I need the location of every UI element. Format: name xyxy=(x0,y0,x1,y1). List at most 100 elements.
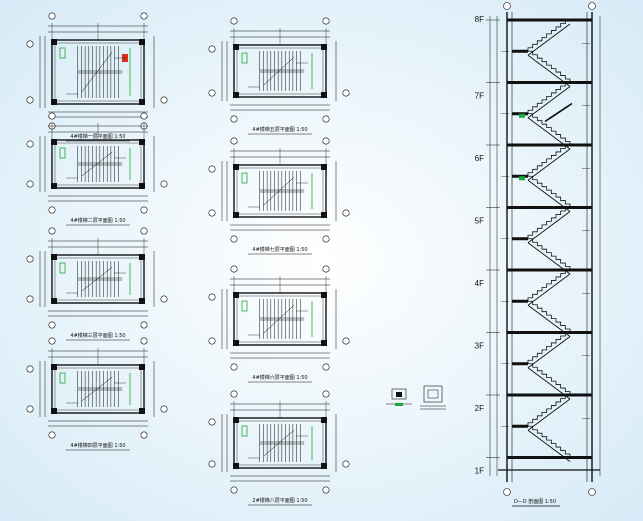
axis-bubble xyxy=(48,321,56,329)
axis-bubble xyxy=(140,112,148,120)
axis-bubble xyxy=(48,12,56,20)
landing-marker xyxy=(241,52,248,64)
stair-wall-inner xyxy=(54,142,142,186)
stair-flight xyxy=(528,50,571,83)
stair-plan: 4#楼梯三层平面图 1:50 xyxy=(26,227,168,341)
walk-line xyxy=(263,429,295,457)
stair-wall xyxy=(51,139,145,189)
column xyxy=(321,44,327,50)
stair-soffit xyxy=(527,211,571,244)
column xyxy=(139,183,145,189)
floor-slab xyxy=(507,456,592,459)
column xyxy=(139,408,145,414)
axis-bubble xyxy=(26,140,34,148)
stair-wall xyxy=(233,292,327,346)
axis-bubble xyxy=(26,365,34,373)
axis-bubble xyxy=(208,418,216,426)
column xyxy=(51,408,57,414)
mid-landing xyxy=(512,299,528,303)
axis-bubble xyxy=(48,112,56,120)
plan-title: 4#楼梯七层平面图 1:50 xyxy=(252,246,307,253)
stair-wall-inner xyxy=(236,47,324,95)
stair-soffit xyxy=(527,336,571,369)
stair-flight xyxy=(527,82,570,114)
section-title: D—D 剖面图 1:50 xyxy=(514,498,556,505)
axis-bubble xyxy=(160,96,168,104)
stair-wall-inner xyxy=(54,367,142,411)
mid-landing xyxy=(512,424,528,428)
stair-wall xyxy=(51,254,145,304)
floor-label: 6F xyxy=(475,154,484,163)
axis-bubble xyxy=(26,40,34,48)
detail-1 xyxy=(386,388,412,406)
axis-bubble xyxy=(208,337,216,345)
stair-flight xyxy=(528,113,571,145)
axis-bubble xyxy=(342,460,350,468)
stair-soffit xyxy=(527,23,571,56)
column xyxy=(233,92,239,98)
axis-bubble xyxy=(140,12,148,20)
column xyxy=(233,340,239,346)
column xyxy=(321,92,327,98)
axis-bubble xyxy=(208,89,216,97)
axis-bubble xyxy=(342,209,350,217)
floor-label: 3F xyxy=(475,342,484,351)
plan-title: 4#楼梯五层平面图 1:50 xyxy=(252,126,307,133)
axis-bubble xyxy=(26,180,34,188)
floor-slab xyxy=(507,268,592,272)
column xyxy=(51,39,57,45)
floor-label: 8F xyxy=(475,15,484,24)
column xyxy=(139,254,145,260)
section-hatch xyxy=(565,102,573,109)
axis-bubble xyxy=(503,488,511,496)
column xyxy=(139,298,145,304)
axis-bubble xyxy=(48,431,56,439)
column xyxy=(233,463,239,469)
axis-bubble xyxy=(208,45,216,53)
column xyxy=(321,212,327,218)
landing-marker xyxy=(241,300,248,312)
axis-bubble xyxy=(230,137,238,145)
plan-title: 4#楼梯三层平面图 1:50 xyxy=(70,332,125,339)
axis-bubble xyxy=(322,265,330,273)
floor-slab xyxy=(507,143,592,147)
stair-plan: 4#楼梯二层平面图 1:50 xyxy=(26,112,168,226)
stair-flight xyxy=(527,144,570,177)
floor-label: 7F xyxy=(475,92,484,101)
stair-flight xyxy=(527,269,570,302)
column xyxy=(139,99,145,105)
walk-line xyxy=(263,304,295,334)
floor-label: 4F xyxy=(475,279,484,288)
landing-marker xyxy=(241,425,248,437)
stair-wall-inner xyxy=(236,167,324,215)
stair-wall-inner xyxy=(236,420,324,466)
axis-bubble xyxy=(48,337,56,345)
axis-bubble xyxy=(342,89,350,97)
axis-bubble xyxy=(208,165,216,173)
axis-bubble xyxy=(26,295,34,303)
axis-bubble xyxy=(230,235,238,243)
floor-slab xyxy=(507,81,592,84)
axis-bubble xyxy=(588,2,596,10)
axis-bubble xyxy=(140,227,148,235)
axis-bubble xyxy=(322,115,330,123)
walk-line xyxy=(263,176,295,206)
column xyxy=(139,364,145,370)
axis-bubble xyxy=(208,293,216,301)
floor-slab xyxy=(507,206,592,209)
axis-bubble xyxy=(160,295,168,303)
column xyxy=(233,417,239,423)
stair-wall xyxy=(233,417,327,469)
stair-wall-inner xyxy=(236,295,324,343)
detail-2 xyxy=(420,385,446,410)
floor-label: 2F xyxy=(475,404,484,413)
column xyxy=(233,292,239,298)
stair-flight xyxy=(527,394,570,427)
plan-title: 4#楼梯二层平面图 1:50 xyxy=(70,217,125,224)
column xyxy=(233,164,239,170)
axis-bubble xyxy=(230,486,238,494)
stair-wall xyxy=(233,44,327,98)
stair-flight xyxy=(528,425,571,458)
stair-flight xyxy=(527,207,570,239)
